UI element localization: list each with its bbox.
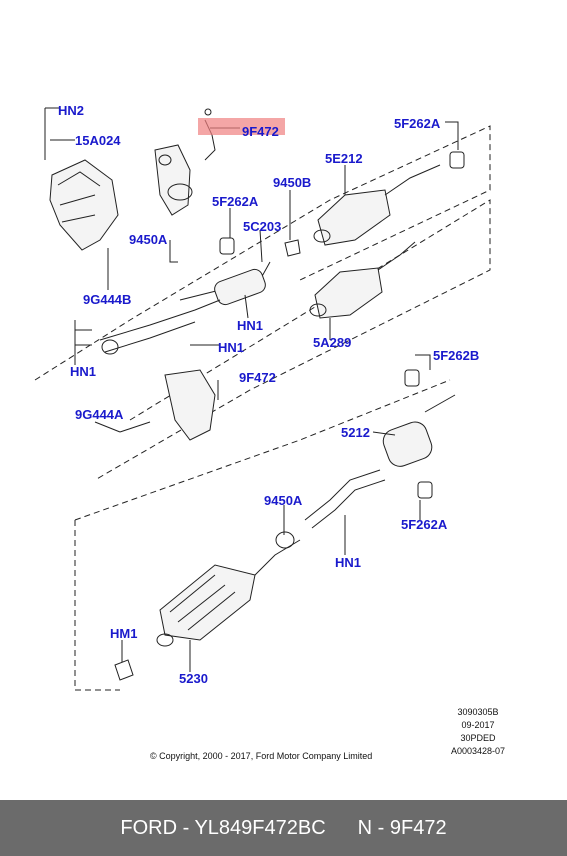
callout-5f262a-low[interactable]: 5F262A — [401, 517, 448, 532]
meta-code2: 30PDED — [460, 733, 496, 743]
callout-9g444b[interactable]: 9G444B — [83, 292, 132, 307]
highlighted-part-callout — [198, 118, 285, 135]
callout-5212[interactable]: 5212 — [341, 425, 370, 440]
callout-hm1[interactable]: HM1 — [110, 626, 138, 641]
callout-9450b[interactable]: 9450B — [273, 175, 312, 190]
meta-date: 09-2017 — [461, 720, 495, 730]
exhaust-diagram — [34, 107, 491, 691]
callout-5e212[interactable]: 5E212 — [325, 151, 363, 166]
callout-9450a-low[interactable]: 9450A — [264, 493, 303, 508]
callout-15a024[interactable]: 15A024 — [75, 133, 121, 148]
meta-code1: 3090305B — [457, 707, 499, 717]
footer-part-number: N - 9F472 — [357, 816, 447, 839]
callout-5c203[interactable]: 5C203 — [243, 219, 282, 234]
meta-code3: A0003428-07 — [450, 746, 506, 756]
callout-hn1-mid[interactable]: HN1 — [237, 318, 264, 333]
callout-9f472-low[interactable]: 9F472 — [239, 370, 276, 385]
copyright-text: © Copyright, 2000 - 2017, Ford Motor Com… — [150, 751, 373, 761]
callout-hn1-left[interactable]: HN1 — [70, 364, 97, 379]
callout-5f262b[interactable]: 5F262B — [433, 348, 480, 363]
callout-hn1-low[interactable]: HN1 — [335, 555, 362, 570]
callout-hn1-center[interactable]: HN1 — [218, 340, 245, 355]
callout-9450a-left[interactable]: 9450A — [129, 232, 168, 247]
callout-5f262a-top[interactable]: 5F262A — [394, 116, 441, 131]
callout-5a289[interactable]: 5A289 — [313, 335, 352, 350]
diagram-meta: 3090305B 09-2017 30PDED A0003428-07 — [438, 706, 518, 758]
footer-part-code: FORD - YL849F472BC — [120, 816, 326, 839]
callout-hn2[interactable]: HN2 — [58, 103, 85, 118]
callout-5f262a-mid[interactable]: 5F262A — [212, 194, 259, 209]
callout-9f472-top[interactable]: 9F472 — [242, 124, 279, 139]
callout-5230[interactable]: 5230 — [179, 671, 208, 686]
callout-9g444a[interactable]: 9G444A — [75, 407, 124, 422]
part-footer-bar: FORD - YL849F472BC N - 9F472 — [0, 800, 567, 856]
